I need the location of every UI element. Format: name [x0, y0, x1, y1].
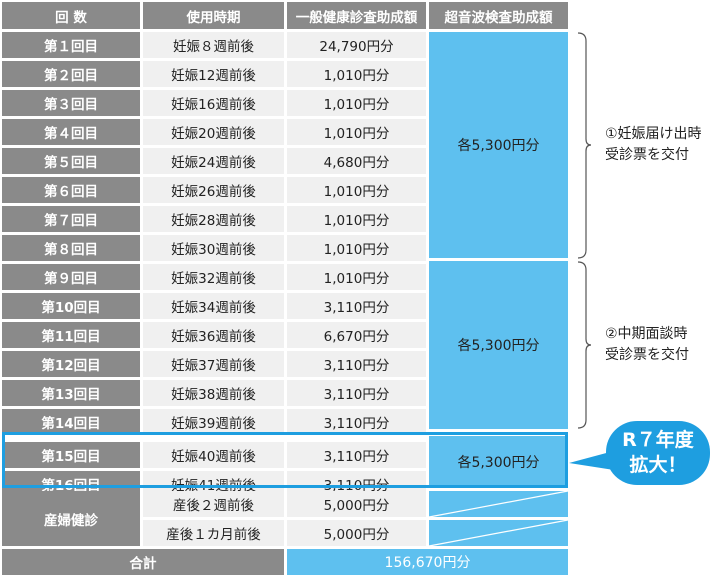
row-count-cell: 第11回目 — [2, 322, 140, 348]
header-ultrasound: 超音波検査助成額 — [429, 2, 568, 29]
strike-line-2 — [428, 519, 569, 547]
row-general-cell: 3,110円分 — [287, 409, 426, 435]
row-count-cell: 第12回目 — [2, 351, 140, 377]
row-general-cell: 3,110円分 — [287, 293, 426, 319]
row-count-cell: 第３回目 — [2, 90, 140, 116]
total-value: 156,670円分 — [287, 549, 568, 575]
row-count-cell: 第14回目 — [2, 409, 140, 435]
strike-line-1 — [428, 490, 569, 518]
row-period-cell: 妊娠12週前後 — [143, 61, 284, 87]
bracket-group-2 — [577, 261, 592, 429]
row-general-cell: 1,010円分 — [287, 206, 426, 232]
row-count-cell: 第７回目 — [2, 206, 140, 232]
postpartum-period-2: 産後１カ月前後 — [143, 520, 284, 546]
postpartum-general-1: 5,000円分 — [287, 491, 426, 517]
row-period-cell: 妊娠38週前後 — [143, 380, 284, 406]
callout-bubble — [569, 421, 710, 485]
row-count-cell: 第15回目 — [2, 442, 140, 468]
postpartum-general-2: 5,000円分 — [287, 520, 426, 546]
header-count: 回 数 — [2, 2, 140, 29]
note-group-1-line1: ①妊娠届け出時 — [605, 126, 702, 142]
row-general-cell: 24,790円分 — [287, 32, 426, 58]
row-general-cell: 1,010円分 — [287, 264, 426, 290]
note-group-1: ①妊娠届け出時 受診票を交付 — [605, 124, 702, 166]
row-general-cell: 1,010円分 — [287, 61, 426, 87]
note-group-2-line1: ②中期面談時 — [605, 326, 688, 342]
row-period-cell: 妊娠８週前後 — [143, 32, 284, 58]
row-period-cell: 妊娠36週前後 — [143, 322, 284, 348]
note-group-1-line2: 受診票を交付 — [605, 147, 689, 163]
row-count-cell: 第13回目 — [2, 380, 140, 406]
row-count-cell: 第10回目 — [2, 293, 140, 319]
ultrasound-group-3: 各5,300円分 — [429, 436, 568, 488]
row-count-cell: 第９回目 — [2, 264, 140, 290]
postpartum-period-1: 産後２週前後 — [143, 491, 284, 517]
row-count-cell: 第４回目 — [2, 119, 140, 145]
row-general-cell: 4,680円分 — [287, 148, 426, 174]
total-label: 合計 — [2, 549, 284, 575]
callout-line2: 拡大！ — [629, 454, 687, 476]
row-period-cell: 妊娠34週前後 — [143, 293, 284, 319]
row-period-cell: 妊娠20週前後 — [143, 119, 284, 145]
ultrasound-group-2: 各5,300円分 — [429, 261, 568, 429]
row-count-cell: 第１回目 — [2, 32, 140, 58]
row-count-cell: 第８回目 — [2, 235, 140, 261]
row-period-cell: 妊娠37週前後 — [143, 351, 284, 377]
note-group-2-line2: 受診票を交付 — [605, 347, 689, 363]
header-general: 一般健康診査助成額 — [287, 2, 426, 29]
row-period-cell: 妊娠28週前後 — [143, 206, 284, 232]
row-period-cell: 妊娠40週前後 — [143, 442, 284, 468]
row-count-cell: 第５回目 — [2, 148, 140, 174]
row-general-cell: 3,110円分 — [287, 380, 426, 406]
row-general-cell: 6,670円分 — [287, 322, 426, 348]
callout-line1: R７年度 — [622, 429, 694, 451]
row-period-cell: 妊娠30週前後 — [143, 235, 284, 261]
row-period-cell: 妊娠16週前後 — [143, 90, 284, 116]
ultrasound-group-1: 各5,300円分 — [429, 32, 568, 258]
row-count-cell: 第２回目 — [2, 61, 140, 87]
row-general-cell: 3,110円分 — [287, 442, 426, 468]
row-general-cell: 1,010円分 — [287, 90, 426, 116]
note-group-2: ②中期面談時 受診票を交付 — [605, 324, 689, 366]
row-general-cell: 1,010円分 — [287, 119, 426, 145]
row-period-cell: 妊娠39週前後 — [143, 409, 284, 435]
callout-text: R７年度 拡大！ — [606, 421, 710, 485]
row-general-cell: 1,010円分 — [287, 177, 426, 203]
row-general-cell: 3,110円分 — [287, 351, 426, 377]
header-period: 使用時期 — [143, 2, 284, 29]
row-period-cell: 妊娠24週前後 — [143, 148, 284, 174]
row-count-cell: 第６回目 — [2, 177, 140, 203]
postpartum-label: 産婦健診 — [2, 491, 140, 546]
row-period-cell: 妊娠32週前後 — [143, 264, 284, 290]
row-general-cell: 1,010円分 — [287, 235, 426, 261]
row-period-cell: 妊娠26週前後 — [143, 177, 284, 203]
bracket-group-1 — [577, 32, 592, 259]
